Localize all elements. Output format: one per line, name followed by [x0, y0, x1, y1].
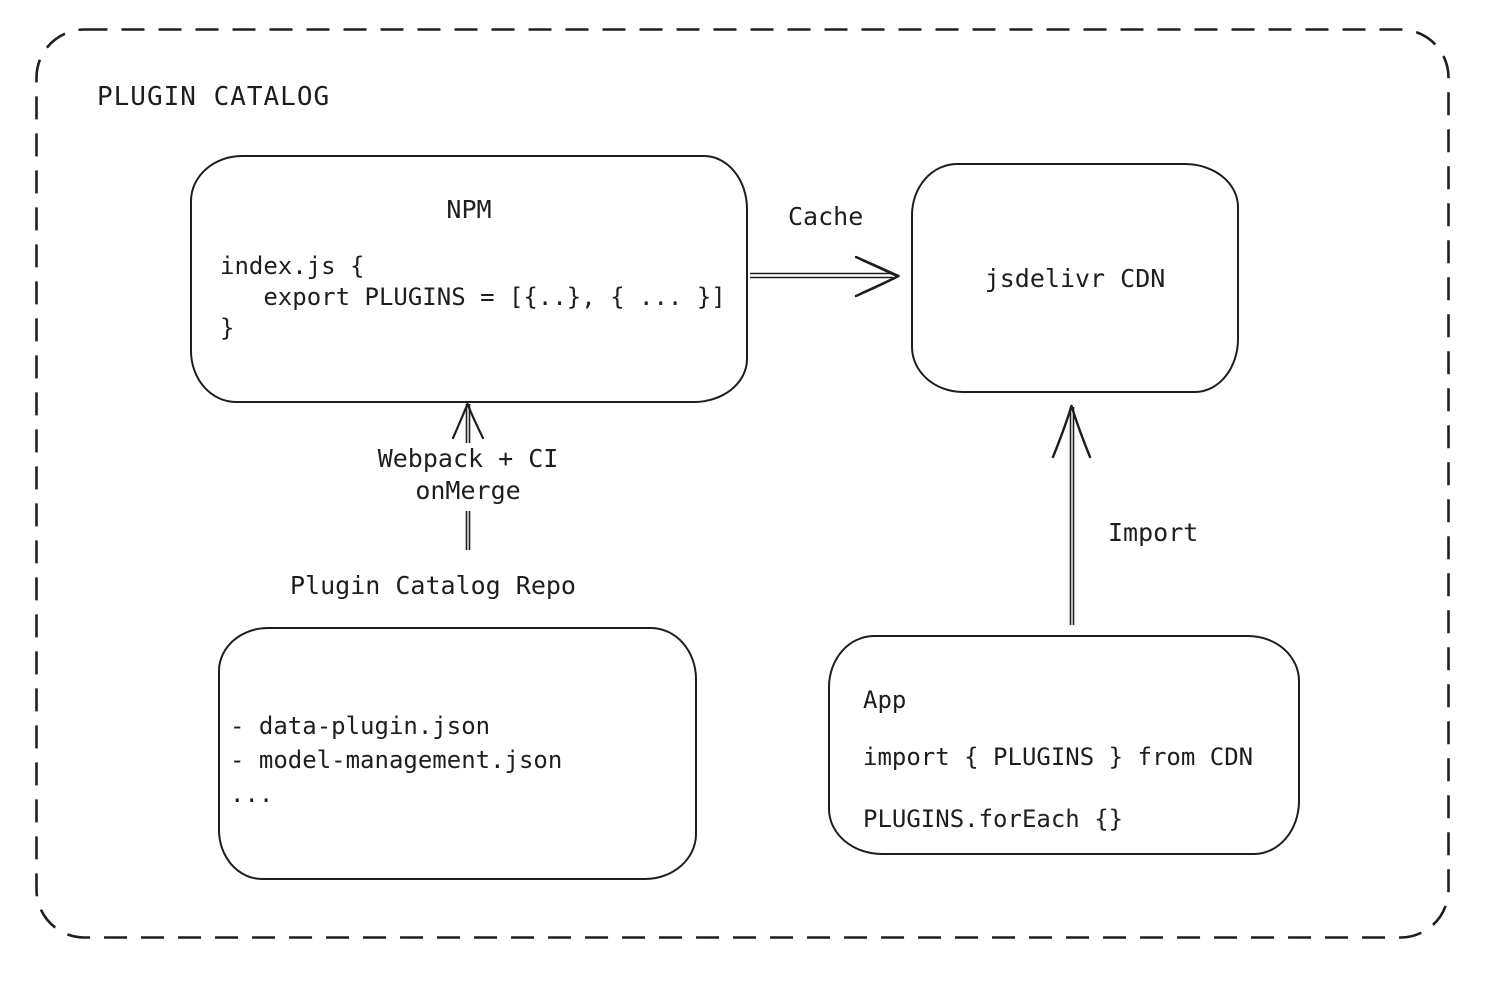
import-arrow-label: Import: [1108, 518, 1199, 547]
diagram-title: PLUGIN CATALOG: [97, 82, 331, 112]
jsdelivr-cdn-label: jsdelivr CDN: [984, 263, 1166, 293]
npm-node-title: NPM: [446, 195, 492, 224]
app-foreach-statement: PLUGINS.forEach {}: [863, 805, 1124, 833]
npm-node-code: index.js { export PLUGINS = [{..}, { ...…: [220, 252, 726, 342]
repo-file-list: - data-plugin.json - model-management.js…: [230, 712, 563, 808]
jsdelivr-cdn-node: jsdelivr CDN: [911, 163, 1239, 393]
npm-node: NPM index.js { export PLUGINS = [{..}, {…: [190, 155, 748, 403]
build-arrow-label: Webpack + CI onMerge: [348, 443, 588, 511]
cache-arrow-label: Cache: [788, 202, 864, 231]
plugin-catalog-repo-node: - data-plugin.json - model-management.js…: [218, 627, 697, 880]
build-arrow-label-line1: Webpack + CI: [377, 444, 559, 473]
repo-node-title: Plugin Catalog Repo: [290, 571, 576, 600]
app-node-title: App: [863, 686, 907, 714]
build-arrow-label-line2: onMerge: [415, 476, 521, 505]
cache-arrow: [750, 255, 900, 298]
app-node: App import { PLUGINS } from CDN PLUGINS.…: [828, 635, 1300, 855]
import-arrow: [1051, 404, 1092, 625]
catalog-frame-border: [35, 28, 1450, 939]
app-import-statement: import { PLUGINS } from CDN: [863, 743, 1254, 771]
